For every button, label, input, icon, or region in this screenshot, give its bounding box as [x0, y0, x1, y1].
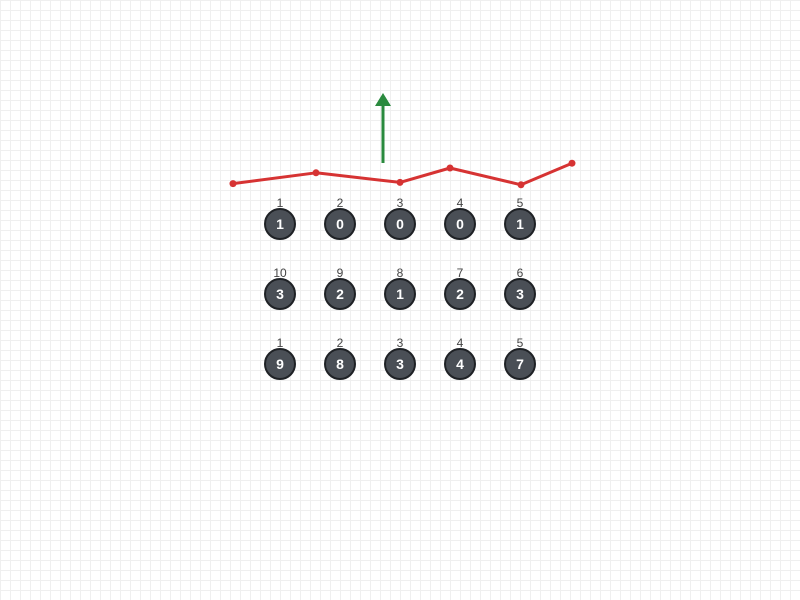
pit-number-label: 2 [336, 196, 344, 210]
pit-number-label: 3 [396, 196, 404, 210]
pit-stone-count[interactable]: 3 [264, 278, 296, 310]
pit[interactable]: 9 2 [320, 266, 360, 326]
pit-stone-count[interactable]: 1 [264, 208, 296, 240]
track-point [312, 169, 320, 177]
pit-stone-count[interactable]: 2 [324, 278, 356, 310]
pit-row-3: 1 9 2 8 3 3 4 4 5 7 [260, 336, 540, 396]
pit[interactable]: 4 4 [440, 336, 480, 396]
pit-number-label: 4 [456, 196, 464, 210]
pit[interactable]: 3 0 [380, 196, 420, 256]
pit-stone-count[interactable]: 0 [324, 208, 356, 240]
track-point [446, 164, 454, 172]
pit-number-label: 1 [276, 336, 284, 350]
pit-stone-count[interactable]: 9 [264, 348, 296, 380]
track-point [396, 178, 404, 186]
pit[interactable]: 7 2 [440, 266, 480, 326]
pit-stone-count[interactable]: 7 [504, 348, 536, 380]
pit-row-1: 1 1 2 0 3 0 4 0 5 1 [260, 196, 540, 256]
pit-stone-count[interactable]: 0 [444, 208, 476, 240]
pit-number-label: 1 [276, 196, 284, 210]
pit-stone-count[interactable]: 0 [384, 208, 416, 240]
pit-number-label: 6 [516, 266, 524, 280]
pit[interactable]: 2 8 [320, 336, 360, 396]
pit-number-label: 5 [516, 196, 524, 210]
track-point [517, 181, 525, 189]
pit-stone-count[interactable]: 4 [444, 348, 476, 380]
pit-number-label: 5 [516, 336, 524, 350]
pit-row-2: 10 3 9 2 8 1 7 2 6 3 [260, 266, 540, 326]
pit[interactable]: 1 1 [260, 196, 300, 256]
pit[interactable]: 8 1 [380, 266, 420, 326]
pit-stone-count[interactable]: 1 [504, 208, 536, 240]
pit[interactable]: 6 3 [500, 266, 540, 326]
pit[interactable]: 2 0 [320, 196, 360, 256]
pit-number-label: 10 [273, 266, 287, 280]
pit-number-label: 3 [396, 336, 404, 350]
pit-number-label: 9 [336, 266, 344, 280]
pit-stone-count[interactable]: 3 [384, 348, 416, 380]
pit[interactable]: 5 1 [500, 196, 540, 256]
pit-number-label: 4 [456, 336, 464, 350]
arrow-head [375, 93, 391, 106]
track-point [568, 159, 576, 167]
pit[interactable]: 1 9 [260, 336, 300, 396]
pit-stone-count[interactable]: 1 [384, 278, 416, 310]
pit[interactable]: 5 7 [500, 336, 540, 396]
track-line [232, 161, 573, 187]
pit-number-label: 7 [456, 266, 464, 280]
pit[interactable]: 4 0 [440, 196, 480, 256]
arrow-up-icon [375, 93, 391, 163]
pit-number-label: 2 [336, 336, 344, 350]
pit-stone-count[interactable]: 2 [444, 278, 476, 310]
pit-stone-count[interactable]: 8 [324, 348, 356, 380]
pit-stone-count[interactable]: 3 [504, 278, 536, 310]
track-point [229, 180, 237, 188]
pit[interactable]: 10 3 [260, 266, 300, 326]
pit[interactable]: 3 3 [380, 336, 420, 396]
pit-number-label: 8 [396, 266, 404, 280]
